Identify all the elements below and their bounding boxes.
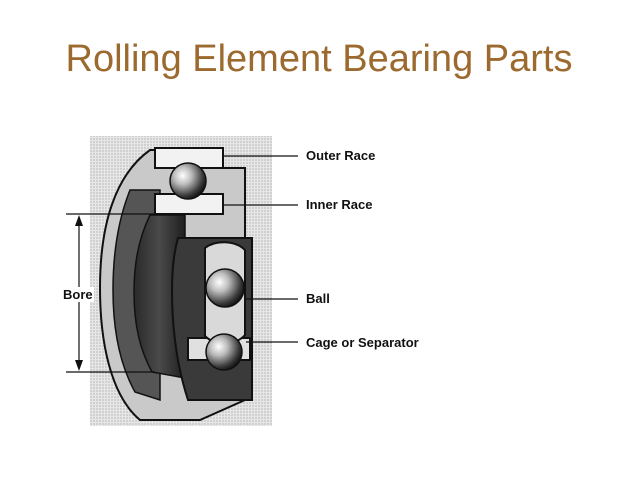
label-cage: Cage or Separator bbox=[306, 335, 419, 350]
bore-arrow-bottom bbox=[75, 360, 83, 371]
bore-cavity bbox=[133, 214, 186, 379]
ball-middle bbox=[205, 268, 245, 308]
label-bore: Bore bbox=[62, 287, 94, 302]
ball-top bbox=[169, 162, 207, 200]
label-inner-race: Inner Race bbox=[306, 197, 373, 212]
label-outer-race: Outer Race bbox=[306, 148, 376, 163]
label-ball: Ball bbox=[306, 291, 330, 306]
ball-bottom bbox=[205, 333, 243, 371]
slide-title: Rolling Element Bearing Parts bbox=[65, 38, 573, 80]
bore-arrow-top bbox=[75, 215, 83, 226]
